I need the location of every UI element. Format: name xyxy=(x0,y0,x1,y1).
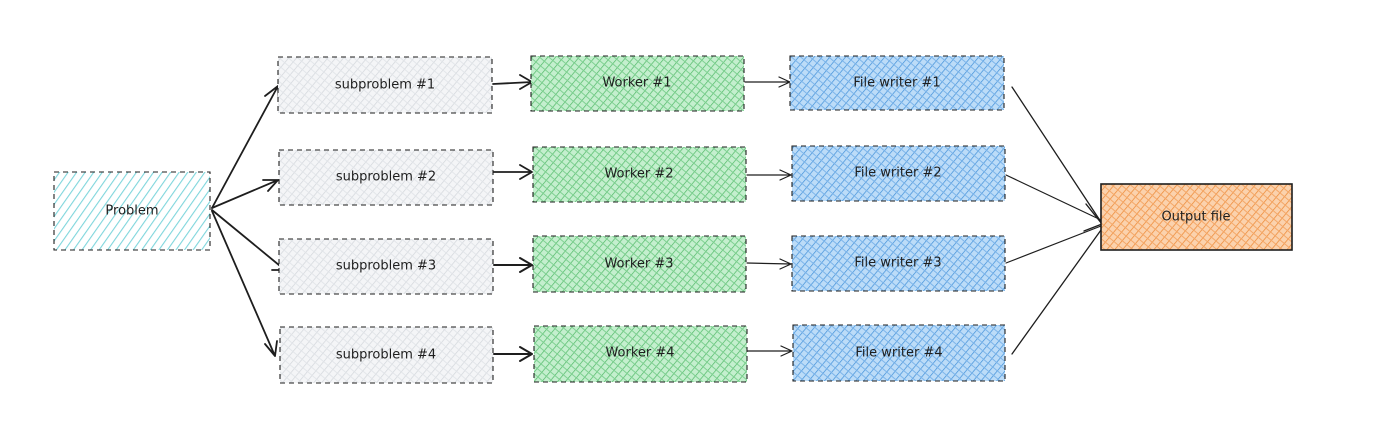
writer-label-1: File writer #1 xyxy=(853,76,940,91)
worker-node-4: Worker #4 xyxy=(533,325,748,383)
edge-subproblem-4-to-worker-4 xyxy=(493,346,533,362)
subproblem-label-2: subproblem #2 xyxy=(336,170,436,185)
writer-node-2: File writer #2 xyxy=(791,145,1006,202)
worker-label-1: Worker #1 xyxy=(602,76,671,91)
subproblem-node-4: subproblem #4 xyxy=(279,326,494,384)
edge-subproblem-2-to-worker-2 xyxy=(492,164,533,180)
writer-node-4: File writer #4 xyxy=(792,324,1006,382)
edge-writer-1-to-output xyxy=(1011,86,1102,223)
edge-subproblem-1-to-worker-1 xyxy=(492,74,533,90)
edge-writer-3-to-output xyxy=(1005,225,1102,264)
edge-writer-2-to-output xyxy=(1005,174,1102,221)
edge-worker-4-to-writer-4 xyxy=(746,345,793,357)
edge-worker-3-to-writer-3 xyxy=(746,258,792,270)
subproblem-node-3: subproblem #3 xyxy=(278,238,494,295)
worker-node-2: Worker #2 xyxy=(532,146,747,203)
writer-node-3: File writer #3 xyxy=(791,235,1006,292)
writer-label-4: File writer #4 xyxy=(855,346,942,361)
writer-node-1: File writer #1 xyxy=(789,55,1005,111)
edge-worker-1-to-writer-1 xyxy=(744,76,791,88)
worker-label-4: Worker #4 xyxy=(605,346,674,361)
edge-problem-to-subproblem-3 xyxy=(211,209,286,271)
worker-label-2: Worker #2 xyxy=(604,167,673,182)
edge-problem-to-subproblem-4 xyxy=(211,210,278,357)
worker-node-3: Worker #3 xyxy=(532,235,747,293)
subproblem-node-1: subproblem #1 xyxy=(277,56,493,114)
subproblem-label-1: subproblem #1 xyxy=(335,78,435,93)
edges xyxy=(211,74,1103,362)
output-node: Output file xyxy=(1100,183,1293,251)
writer-label-2: File writer #2 xyxy=(854,166,941,181)
edge-subproblem-3-to-worker-3 xyxy=(493,257,533,273)
problem-node: Problem xyxy=(53,171,211,251)
edge-writer-4-to-output xyxy=(1011,229,1102,355)
worker-node-1: Worker #1 xyxy=(530,55,745,112)
output-label: Output file xyxy=(1161,210,1230,225)
problem-label: Problem xyxy=(105,204,158,219)
writer-label-3: File writer #3 xyxy=(854,256,941,271)
edge-problem-to-subproblem-2 xyxy=(211,179,279,209)
subproblem-label-3: subproblem #3 xyxy=(336,259,436,274)
worker-label-3: Worker #3 xyxy=(604,257,673,272)
subproblem-node-2: subproblem #2 xyxy=(278,149,494,206)
edge-worker-2-to-writer-2 xyxy=(746,169,792,181)
subproblem-label-4: subproblem #4 xyxy=(336,348,436,363)
